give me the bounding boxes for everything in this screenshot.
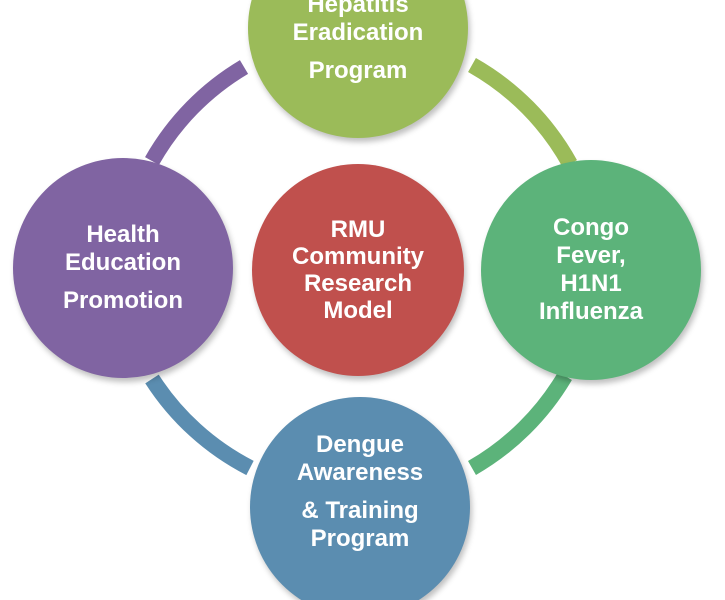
node-label-line: Awareness [296, 459, 424, 486]
center-label-line: Research [303, 270, 413, 297]
center-label-line: Model [323, 297, 393, 324]
node-label-line: Dengue [315, 431, 404, 458]
node-label-line: Health [86, 221, 160, 248]
center-node-rmu-model: RMU Community Research Model [252, 164, 464, 376]
node-label-line: Influenza [538, 298, 643, 325]
node-label-line: Hepatitis [307, 0, 409, 18]
node-label-line: Education [64, 249, 181, 276]
node-congo-fever-h1n1: Congo Fever, H1N1 Influenza [481, 160, 701, 380]
node-dengue-awareness: Dengue Awareness & Training Program [250, 397, 470, 600]
connector-left-top [145, 60, 249, 165]
connector-right-bottom [467, 371, 572, 475]
node-label-line: H1N1 [560, 270, 622, 297]
center-label-line: RMU [330, 216, 386, 243]
node-health-education: Health Education Promotion [13, 158, 233, 378]
center-label-line: Community [292, 243, 424, 270]
node-label-line: Program [308, 57, 408, 84]
node-label-line: Fever, [556, 242, 626, 269]
node-label-line: Eradication [292, 19, 424, 46]
node-label-line: & Training [301, 497, 419, 524]
connector-bottom-left [145, 374, 254, 476]
node-hepatitis-eradication: Hepatitis Eradication Program [248, 0, 468, 138]
connector-top-right [468, 58, 578, 168]
node-label-line: Promotion [63, 287, 183, 314]
node-label-line: Congo [553, 214, 629, 241]
node-label-line: Program [310, 525, 410, 552]
